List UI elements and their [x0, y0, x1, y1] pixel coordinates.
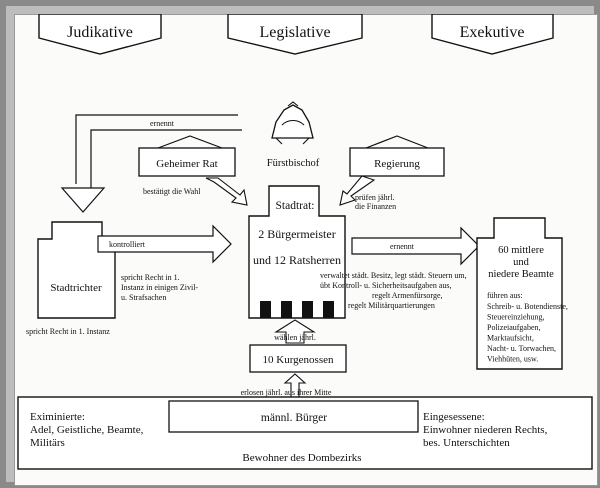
stadtrat-node: Stadtrat: 2 Bürgermeister und 12 Ratsher…	[248, 185, 346, 319]
beamte-task-list: Schreib- u. Botendienste, Steuereinziehun…	[487, 302, 568, 364]
stadtrat-line1: 2 Bürgermeister	[258, 227, 335, 241]
mitre-icon	[271, 101, 314, 145]
ernennt-right-arrow: ernennt	[351, 226, 480, 266]
beamte-task-item: Schreib- u. Botendienste,	[487, 302, 568, 311]
exekutive-header: Exekutive	[431, 14, 554, 55]
beamte-task-item: Marktaufsicht,	[487, 334, 534, 343]
fuerstbischof-label: Fürstbischof	[267, 158, 320, 169]
eximierte-line-1: Eximinierte:	[30, 411, 85, 423]
eximierte-line-3: Militärs	[30, 437, 65, 449]
spricht-recht-label-3: u. Strafsachen	[121, 293, 166, 302]
bewohner-box: männl. Bürger Eximinierte: Adel, Geistli…	[17, 396, 593, 470]
kontrolliert-label: kontrolliert	[109, 240, 146, 249]
beamte-task-item: Steuereinziehung,	[487, 313, 545, 322]
spricht-recht-label-1: spricht Recht in 1.	[121, 273, 180, 282]
verwaltet-line-3: regelt Armenfürsorge,	[372, 291, 443, 300]
stadtrichter-node: Stadtrichter	[37, 221, 116, 319]
beamte-task-item: Nacht- u. Torwachen,	[487, 344, 556, 353]
bestaetigt-label: bestätigt die Wahl	[143, 187, 201, 196]
buerger-label: männl. Bürger	[261, 412, 327, 424]
judikative-label: Judikative	[67, 24, 133, 41]
beamte-line2: und	[513, 257, 530, 268]
stadtrichter-label: Stadtrichter	[50, 282, 102, 294]
waehlen-arrow: wählen jährl.	[274, 319, 316, 344]
spricht-recht-label-2: Instanz in einigen Zivil-	[121, 283, 198, 292]
verwaltet-line-1: verwaltet städt. Besitz, legt städt. Ste…	[320, 271, 467, 280]
verwaltet-line-2: übt Kontroll- u. Sicherheitsaufgaben aus…	[320, 281, 452, 290]
kontrolliert-arrow: kontrolliert	[97, 224, 232, 264]
eingesessene-line-2: Einwohner niederen Rechts,	[423, 424, 548, 436]
beamte-line1: 60 mittlere	[498, 245, 544, 256]
stadtrat-line2: und 12 Ratsherren	[253, 253, 341, 267]
ernennt-right-label: ernennt	[390, 242, 415, 251]
eximierte-line-2: Adel, Geistliche, Beamte,	[30, 424, 144, 436]
bewohner-label: Bewohner des Dombezirks	[242, 452, 361, 464]
erlosen-arrow: erlosen jährl. aus ihrer Mitte	[241, 373, 332, 399]
verwaltet-line-4: regelt Militärquartierungen	[348, 301, 435, 310]
regierung-label: Regierung	[374, 158, 420, 170]
kurgenossen-label: 10 Kurgenossen	[263, 354, 334, 366]
legislative-header: Legislative	[227, 14, 363, 55]
prueft-label-2: die Finanzen	[355, 202, 396, 211]
fuerstbischof-node: Fürstbischof	[267, 101, 320, 169]
beamte-tasks-header: führen aus:	[487, 291, 523, 300]
spricht-recht-instanz-label: spricht Recht in 1. Instanz	[26, 327, 110, 336]
diagram-paper: Judikative Legislative Exekutive ernennt…	[14, 14, 598, 486]
kurgenossen-node: 10 Kurgenossen	[249, 344, 347, 373]
erlosen-label: erlosen jährl. aus ihrer Mitte	[241, 388, 332, 397]
exekutive-label: Exekutive	[460, 24, 525, 41]
ernennt-top-arrow: ernennt	[60, 114, 242, 213]
beamte-node: 60 mittlere und niedere Beamte führen au…	[476, 217, 568, 370]
prueft-label-1: prüfen jährl.	[355, 193, 395, 202]
geheimer-rat-to-stadtrat-arrow: bestätigt die Wahl	[143, 177, 248, 206]
beamte-task-item: Polizeiaufgaben,	[487, 323, 541, 332]
legislative-label: Legislative	[259, 24, 330, 41]
eingesessene-line-3: bes. Unterschichten	[423, 437, 510, 449]
stadtrat-title: Stadtrat:	[276, 200, 315, 212]
government-diagram: Judikative Legislative Exekutive ernennt…	[17, 14, 593, 470]
judikative-header: Judikative	[38, 14, 162, 55]
eingesessene-line-1: Eingesessene:	[423, 411, 485, 423]
beamte-line3: niedere Beamte	[488, 269, 554, 280]
ernennt-top-label: ernennt	[150, 119, 175, 128]
regierung-to-stadtrat-arrow: prüfen jährl. die Finanzen	[339, 175, 396, 211]
geheimer-rat-node: Geheimer Rat	[138, 135, 236, 177]
geheimer-rat-label: Geheimer Rat	[156, 158, 217, 170]
beamte-task-item: Viehhüten, usw.	[487, 355, 538, 364]
regierung-node: Regierung	[349, 135, 445, 177]
waehlen-label: wählen jährl.	[274, 333, 316, 342]
